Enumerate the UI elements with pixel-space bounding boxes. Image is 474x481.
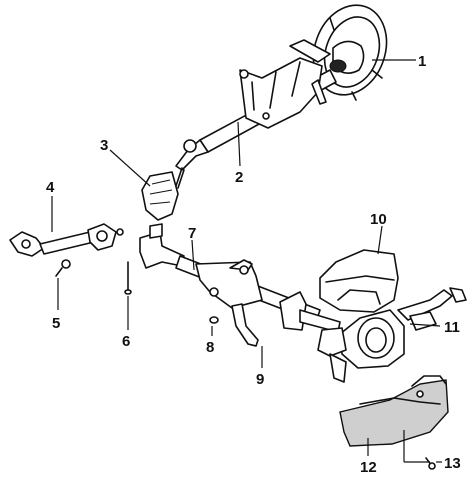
callout-3: 3	[100, 137, 108, 154]
combination-switch	[317, 287, 467, 383]
callout-1: 1	[418, 53, 426, 70]
callout-11: 11	[444, 319, 460, 336]
callout-8: 8	[206, 339, 214, 356]
callout-10: 10	[370, 211, 387, 228]
column-bracket	[231, 303, 259, 347]
callout-labels: 1 2 3 4 5 6 7 8 9 10 11 12 13	[46, 53, 461, 476]
callout-5: 5	[52, 315, 60, 332]
column-boot	[141, 171, 179, 221]
upper-column-cover	[319, 249, 399, 313]
callout-4: 4	[46, 179, 55, 196]
intermediate-shaft	[9, 223, 124, 257]
callout-2: 2	[235, 169, 243, 186]
callout-6: 6	[122, 333, 130, 350]
screw-13	[425, 457, 436, 470]
lower-column-cover	[339, 375, 449, 447]
nut-8	[209, 316, 219, 324]
callout-12: 12	[360, 459, 377, 476]
callout-7: 7	[188, 225, 196, 242]
bolt-5	[55, 259, 71, 277]
bolt-6	[124, 261, 132, 295]
leader-lines	[51, 59, 442, 463]
callout-13: 13	[444, 455, 461, 472]
lower-steering-column	[139, 223, 341, 333]
upper-steering-column	[175, 39, 337, 189]
callout-9: 9	[256, 371, 264, 388]
